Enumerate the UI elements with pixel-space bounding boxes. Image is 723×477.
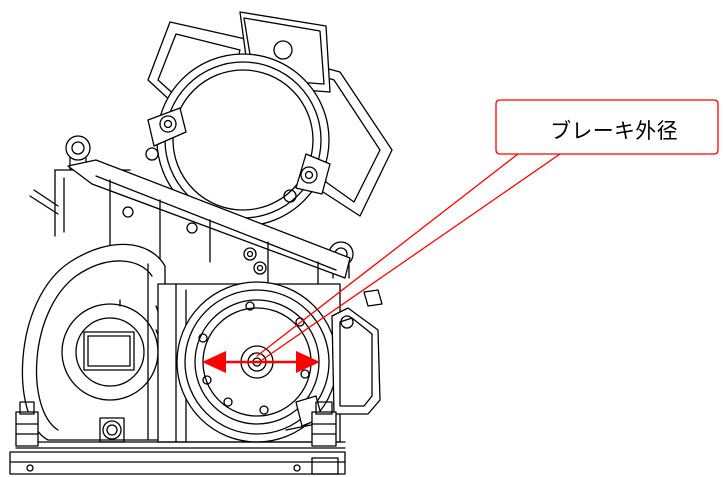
callout-leader — [256, 153, 561, 361]
arrow-head-right — [296, 351, 320, 373]
gearbox — [21, 243, 173, 443]
motor-assembly — [145, 11, 393, 227]
callout-bubble — [495, 99, 719, 155]
motor-bolt — [145, 115, 318, 203]
dimension-arrow — [202, 351, 320, 373]
base-plate — [9, 401, 346, 475]
brake-bolt — [198, 301, 310, 415]
brake-outer-diameter-label: ブレーキ外径 — [550, 118, 678, 143]
arrow-head-left — [202, 351, 226, 373]
upper-frame — [29, 159, 383, 307]
foot-bolt — [15, 401, 337, 447]
